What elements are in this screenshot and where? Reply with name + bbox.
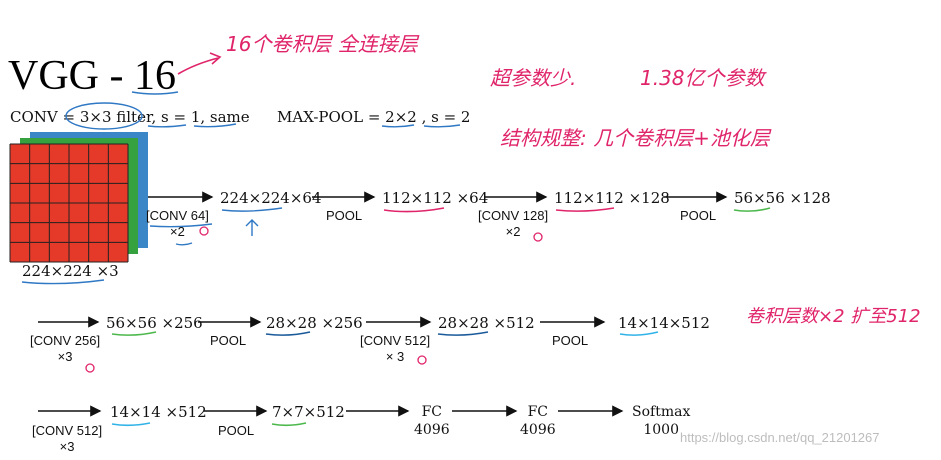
row2-op4: POOL [552,333,589,348]
note-layer-count: 16个卷积层 全连接层 [226,32,418,56]
watermark: https://blog.csdn.net/qq_21201267 [680,430,880,445]
input-volume-front-layer [9,143,129,263]
row1-dim3: 112×112 ×128 [554,189,670,207]
row2-op2: POOL [210,333,247,348]
row3-dim2: 7×7×512 [272,403,345,421]
row2-dim4: 14×14×512 [618,314,710,332]
row2-op3: [CONV 512]× 3 [360,333,431,364]
row1-op1: [CONV 64]×2 [146,208,209,239]
row2-dim1: 56×56 ×256 [106,314,203,332]
row2-dim3: 28×28 ×512 [438,314,535,332]
diagram-title: VGG - 16 [8,53,176,99]
row3-op2: POOL [218,423,255,438]
title-underline [131,91,179,95]
row2-op1: [CONV 256]×3 [30,333,101,364]
row3-dim1: 14×14 ×512 [110,403,207,421]
row1-op4: POOL [680,208,717,223]
row1-op2: POOL [326,208,363,223]
row1-dim1: 224×224×64 [220,189,322,207]
row1-op3: [CONV 128]×2 [478,208,549,239]
input-volume [9,132,148,263]
pool-spec: MAX-POOL = 2×2 , s = 2 [277,108,471,126]
title-pointer-arrow [177,57,219,75]
filter-size-circle [65,102,143,130]
row2-dim2: 28×28 ×256 [266,314,363,332]
note-param-count: 1.38亿个参数 [640,66,765,90]
note-few-hyperparams: 超参数少. [490,66,577,90]
row1-dim2: 112×112 ×64 [382,189,489,207]
row3-op1: [CONV 512]×3 [32,423,103,454]
input-dims: 224×224 ×3 [22,262,119,280]
row1-dim4: 56×56 ×128 [734,189,831,207]
note-channel-growth: 卷积层数×2 扩至512 [746,306,921,327]
note-structure: 结构规整: 几个卷积层+池化层 [500,126,770,150]
